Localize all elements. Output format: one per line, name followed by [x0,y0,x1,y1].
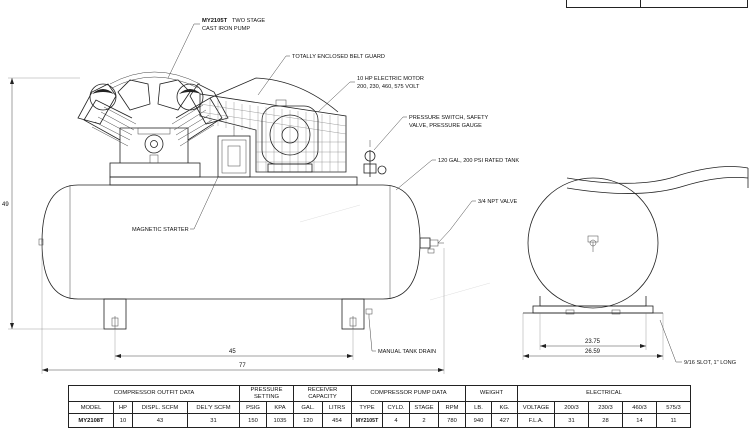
magnetic-starter [217,126,251,178]
belt-guard [199,77,347,173]
slot-label: 9/16 SLOT, 1" LONG [684,360,736,366]
data-cell: 454 [322,413,352,428]
header-cell: 575/3 [656,401,691,414]
dim-overall-length: 77 [239,363,246,369]
pressure-switch-assembly [363,140,387,177]
header-cell: DISPL. SCFM [132,401,188,414]
header-cell: LITRS [322,401,352,414]
spec-header-row: MODEL HP DISPL. SCFM DEL'Y SCFM PSIG KPA… [68,401,691,414]
pump-desc-line1: TWO STAGE [232,18,265,24]
valve-label: 3/4 NPT VALVE [478,199,517,205]
motor-label-line1: 10 HP ELECTRIC MOTOR [357,76,424,82]
header-cell: 460/3 [622,401,657,414]
data-cell: 780 [438,413,466,428]
dimension-lines [8,77,664,374]
tank-end-circle [527,177,659,309]
data-cell: MY2105T [351,413,383,428]
tank-leg-left [103,298,127,330]
group-weight: WEIGHT [465,385,518,402]
drain-label: MANUAL TANK DRAIN [378,349,436,355]
header-cell: PSIG [239,401,267,414]
data-cell: 28 [588,413,623,428]
title-block-divider [640,0,641,7]
tank-label: 120 GAL, 200 PSI RATED TANK [438,158,519,164]
header-cell: MODEL [68,401,114,414]
data-cell: F.L.A. [517,413,555,428]
header-cell: LB. [465,401,492,414]
data-cell: 11 [656,413,691,428]
callout-labels: MY2105T TWO STAGE CAST IRON PUMP TOTALLY… [2,18,736,369]
data-cell: 31 [187,413,240,428]
data-cell: 43 [132,413,188,428]
dim-leg-spacing: 45 [229,349,236,355]
end-view-base [532,305,654,314]
tank-end-plug [38,238,44,246]
data-cell: 1035 [266,413,294,428]
header-cell: TYPE [351,401,383,414]
air-filter-left [89,83,117,111]
header-cell: CYLD. [382,401,410,414]
group-pressure: PRESSURE SETTING [239,385,294,402]
data-cell: 14 [622,413,657,428]
tank-drain [365,308,373,318]
header-cell: KG. [491,401,518,414]
data-cell: 120 [293,413,323,428]
switch-label-line2: VALVE, PRESSURE GAUGE [409,123,482,129]
header-cell: STAGE [409,401,439,414]
data-cell: 31 [554,413,589,428]
motor-label-line2: 200, 230, 460, 575 VOLT [357,84,420,90]
spec-group-row: COMPRESSOR OUTFIT DATA PRESSURE SETTING … [68,385,691,402]
group-pump: COMPRESSOR PUMP DATA [351,385,466,402]
spec-table: COMPRESSOR OUTFIT DATA PRESSURE SETTING … [68,385,691,428]
data-cell: 427 [491,413,518,428]
header-cell: VOLTAGE [517,401,555,414]
group-receiver: RECEIVER CAPACITY [293,385,352,402]
air-filter-right [176,83,204,111]
data-cell: MY2108T [68,413,114,428]
dim-foot-width: 23.75 [585,339,601,345]
group-electrical: ELECTRICAL [517,385,691,402]
data-cell: 2 [409,413,439,428]
leader-lines [167,23,682,363]
header-cell: 230/3 [588,401,623,414]
belt-guard-label: TOTALLY ENCLOSED BELT GUARD [292,54,385,60]
header-cell: KPA [266,401,294,414]
starter-label: MAGNETIC STARTER [132,227,189,233]
group-outfit: COMPRESSOR OUTFIT DATA [68,385,240,402]
data-cell: 940 [465,413,492,428]
compressor-pump [77,71,229,178]
end-view [523,166,749,315]
pump-model-label: MY2105T [202,18,228,24]
spec-data-row: MY2108T 10 43 31 150 1035 120 454 MY2105… [68,413,691,428]
header-cell: GAL. [293,401,323,414]
data-cell: 4 [382,413,410,428]
receiver-tank [41,184,421,300]
switch-label-line1: PRESSURE SWITCH, SAFETY [409,115,489,121]
dim-base-width: 26.59 [585,349,601,355]
data-cell: 10 [113,413,133,428]
header-cell: RPM [438,401,466,414]
side-view [38,71,491,330]
tank-leg-right [341,298,365,330]
dim-height: 49 [2,202,9,208]
data-cell: 150 [239,413,267,428]
header-cell: 200/3 [554,401,589,414]
title-block-corner [566,0,748,8]
header-cell: DEL'Y SCFM [187,401,240,414]
mounting-platform [109,176,358,186]
pump-desc-line2: CAST IRON PUMP [202,26,250,32]
electric-motor [261,99,319,173]
header-cell: HP [113,401,133,414]
